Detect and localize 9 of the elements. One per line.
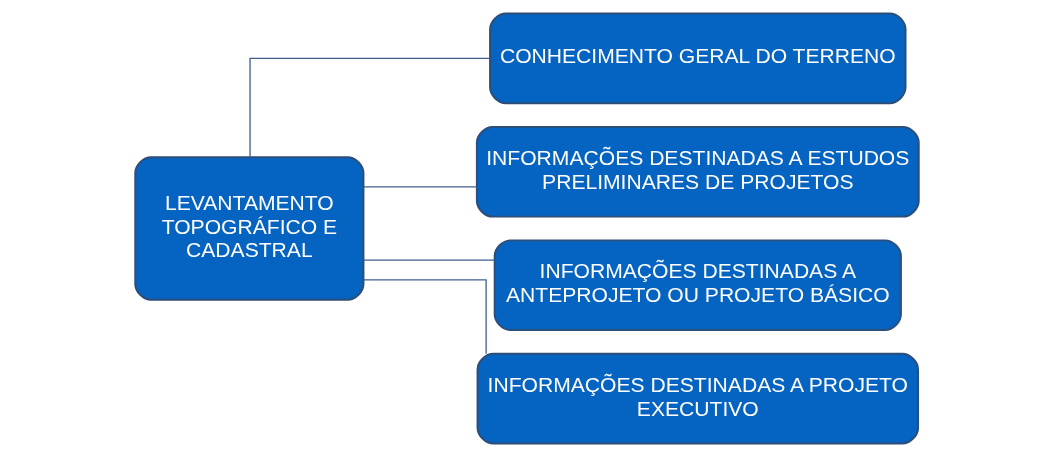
connector <box>362 186 477 188</box>
node-box: INFORMAÇÕES DESTINADAS A PROJETO EXECUTIVO <box>476 352 919 445</box>
node-box: INFORMAÇÕES DESTINADAS A ANTEPROJETO OU PROJETO BÁSICO <box>493 239 902 332</box>
node-box: INFORMAÇÕES DESTINADAS A ESTUDOS PRELIMINARES DE PROJETOS <box>475 125 920 218</box>
connector <box>248 57 490 158</box>
node-box: CONHECIMENTO GERAL DO TERRENO <box>488 12 906 105</box>
node-box: LEVANTAMENTO TOPOGRÁFICO E CADASTRAL <box>133 156 364 301</box>
connector <box>362 259 495 261</box>
connector <box>362 279 487 355</box>
